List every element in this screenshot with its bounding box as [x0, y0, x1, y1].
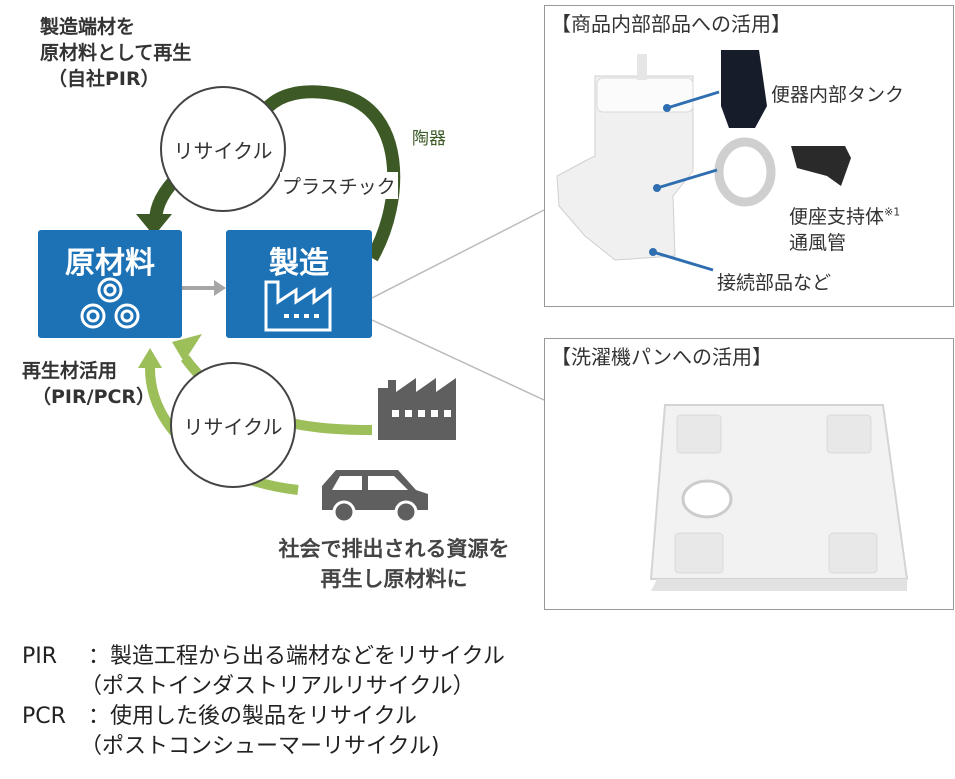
tank-part-label: 便器内部タンク [771, 84, 905, 106]
recycle-circle-bottom: リサイクル [170, 362, 296, 488]
factory-recycle-arrowhead [172, 334, 202, 362]
society-resources-label: 社会で排出される資源を 再生し原材料に [250, 534, 538, 594]
tank-part-image [721, 50, 767, 128]
plastic-label: プラスチック [280, 172, 398, 199]
raw-material-box: 原材料 [38, 230, 182, 338]
footnote-pir-sub: （ポストインダストリアルリサイクル） [80, 674, 475, 699]
pellets-icon [80, 277, 140, 329]
pir-self-label: 製造端材を 原材料として再生 （自社PIR） [40, 14, 191, 92]
society-resources-line2: 再生し原材料に [320, 567, 468, 591]
pir-self-label-line3: （自社PIR） [48, 68, 160, 90]
recycle-circle-top-label: リサイクル [173, 138, 273, 163]
connector-line-upper [371, 209, 545, 299]
internal-parts-title: 【商品内部部品への活用】 [551, 12, 791, 36]
society-resources-line1: 社会で排出される資源を [278, 537, 510, 561]
recycled-use-line2: （PIR/PCR） [32, 386, 156, 408]
recycled-use-line1: 再生材活用 [22, 360, 118, 382]
washer-pan-title: 【洗濯機パンへの活用】 [551, 345, 772, 369]
vent-pipe-label: 通風管 [789, 232, 847, 254]
footnote-pcr: PCR ：使用した後の製品をリサイクル [22, 702, 417, 732]
vent-pipe-image [791, 146, 851, 186]
manufacturing-title: 製造 [269, 246, 329, 281]
footnote-pir-sep: ： [88, 644, 111, 669]
pir-self-label-line2: 原材料として再生 [40, 42, 192, 64]
footnote-pcr-term: PCR [22, 704, 66, 729]
toilet-image [556, 75, 694, 261]
footnote-pir-term: PIR [22, 644, 58, 669]
pir-self-label-line1: 製造端材を [40, 16, 136, 38]
footnote-pir: PIR ：製造工程から出る端材などをリサイクル [22, 642, 505, 672]
footnote-pcr-sep: ： [88, 704, 111, 729]
connector-line-lower [371, 319, 545, 401]
recycle-circle-top: リサイクル [160, 86, 286, 212]
manufacturing-box: 製造 [226, 230, 372, 338]
toilet-parts-illustration [556, 50, 851, 272]
footnote-pcr-text: 使用した後の製品をリサイクル [110, 704, 417, 729]
ceramic-label: 陶器 [412, 129, 446, 149]
connection-parts-label: 接続部品など [717, 272, 832, 294]
drain-hole-icon [681, 479, 733, 519]
footnote-pcr-sub: （ポストコンシューマーリサイクル) [80, 734, 440, 759]
seat-support-image [714, 137, 776, 207]
internal-parts-panel: 【商品内部部品への活用】 便器内部タンク 便座支持体※1 通風管 接続部品など [544, 5, 954, 307]
washer-pan-panel: 【洗濯機パンへの活用】 [544, 338, 954, 610]
factory-outline-icon [264, 280, 332, 332]
recycle-loop-arrowhead [136, 214, 172, 236]
footnote-mark: ※1 [884, 205, 901, 219]
raw-material-title: 原材料 [65, 246, 155, 281]
seat-support-label: 便座支持体※1 [789, 202, 900, 229]
recycle-circle-bottom-label: リサイクル [183, 414, 283, 439]
recycled-use-label: 再生材活用 （PIR/PCR） [22, 358, 155, 410]
process-arrowhead [214, 280, 226, 296]
car-recycle-arrowhead [138, 348, 162, 368]
washer-pan-image [649, 404, 909, 591]
footnote-pir-text: 製造工程から出る端材などをリサイクル [110, 644, 505, 669]
seat-support-text: 便座支持体 [789, 206, 885, 228]
